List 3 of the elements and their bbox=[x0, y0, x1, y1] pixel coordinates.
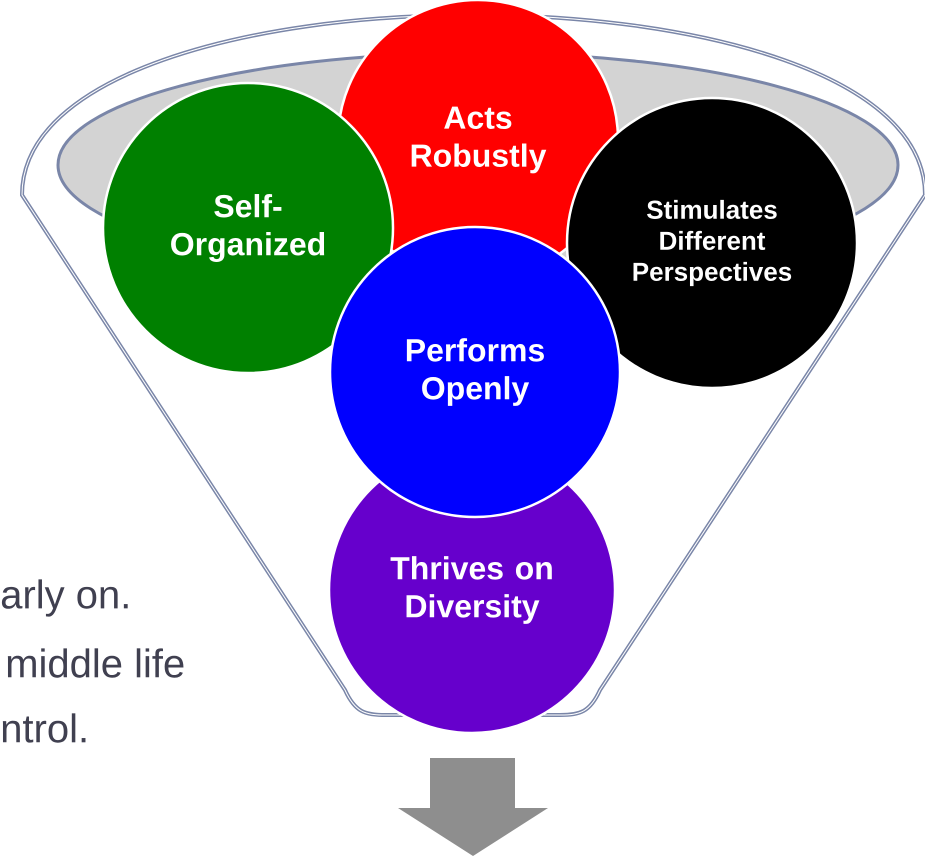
text-line: middle life bbox=[8, 648, 184, 678]
text-line: ntrol. bbox=[2, 713, 86, 743]
text-line: arly on. bbox=[2, 579, 128, 617]
